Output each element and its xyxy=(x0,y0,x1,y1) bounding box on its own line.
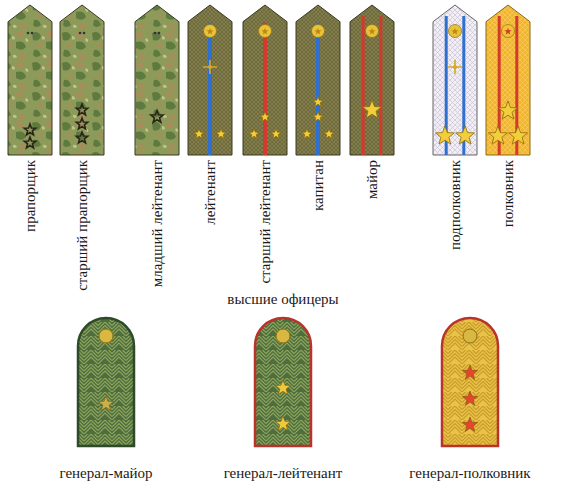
board-dot xyxy=(154,32,157,35)
board-body xyxy=(433,5,477,155)
rank-label: полковник xyxy=(500,160,517,292)
rank-star xyxy=(24,137,35,148)
rank-star xyxy=(76,104,87,115)
board-dot xyxy=(83,32,86,35)
rank-label: лейтенант xyxy=(202,160,219,292)
rank-star xyxy=(76,132,87,143)
rank-star xyxy=(324,129,334,139)
board-body xyxy=(296,5,340,155)
button-star xyxy=(504,28,511,35)
rank-label: подполковник xyxy=(447,160,464,292)
board-button xyxy=(366,25,379,38)
board-body xyxy=(442,318,498,446)
shoulder-board xyxy=(433,5,477,155)
board-dot xyxy=(27,32,30,35)
rank-star xyxy=(313,97,323,107)
button-star xyxy=(368,28,375,35)
board-body xyxy=(60,5,104,155)
board-body xyxy=(243,5,287,155)
board-stripe xyxy=(362,16,365,155)
button-star xyxy=(206,28,213,35)
board-stripe xyxy=(316,23,320,155)
rank-star xyxy=(249,129,259,139)
board-button xyxy=(449,25,462,38)
rank-star xyxy=(488,126,507,144)
board-button xyxy=(276,329,290,343)
rank-star xyxy=(275,380,290,394)
branch-emblem xyxy=(203,60,217,74)
branch-emblem xyxy=(208,65,212,69)
rank-star xyxy=(302,129,312,139)
general-board xyxy=(255,318,311,446)
rank-star xyxy=(462,391,477,405)
shoulder-board xyxy=(296,5,340,155)
general-board xyxy=(78,318,134,446)
shoulder-board xyxy=(243,5,287,155)
rank-label: капитан xyxy=(310,160,327,292)
board-row xyxy=(8,5,530,155)
rank-star xyxy=(216,129,226,139)
board-dot xyxy=(158,32,161,35)
group-label: высшие офицеры xyxy=(227,290,338,308)
rank-star xyxy=(462,417,477,431)
board-body xyxy=(255,318,311,446)
button-star xyxy=(314,28,321,35)
general-label: генерал-лейтенант xyxy=(224,464,343,482)
board-body xyxy=(486,5,530,155)
rank-star xyxy=(151,111,163,123)
board-body xyxy=(188,5,232,155)
general-label: генерал-майор xyxy=(59,464,152,482)
rank-star xyxy=(435,126,454,144)
rank-star xyxy=(98,396,113,410)
general-label: генерал-полковник xyxy=(409,464,530,482)
rank-star xyxy=(362,100,381,118)
rank-label: старший прапорщик xyxy=(74,160,91,292)
rank-star xyxy=(275,416,290,430)
rank-star xyxy=(76,118,87,129)
board-dot xyxy=(79,32,82,35)
shoulder-board xyxy=(350,5,394,155)
board-body xyxy=(8,5,52,155)
rank-star xyxy=(313,112,323,122)
branch-emblem xyxy=(448,60,462,74)
shoulder-board xyxy=(135,5,179,155)
board-body xyxy=(135,5,179,155)
board-button xyxy=(99,329,113,343)
rank-star xyxy=(456,126,475,144)
board-body xyxy=(78,318,134,446)
rank-label: прапорщик xyxy=(22,160,39,292)
shoulder-board xyxy=(486,5,530,155)
shoulder-board xyxy=(8,5,52,155)
board-stripe xyxy=(263,23,267,155)
rank-star xyxy=(498,101,517,119)
rank-star xyxy=(24,124,35,135)
board-stripe xyxy=(379,16,382,155)
button-star xyxy=(261,28,268,35)
rank-star xyxy=(462,365,477,379)
general-board xyxy=(442,318,498,446)
shoulder-board xyxy=(188,5,232,155)
board-button xyxy=(204,25,217,38)
button-star xyxy=(451,28,458,35)
board-button xyxy=(463,329,477,343)
branch-emblem xyxy=(453,65,457,69)
rank-star xyxy=(271,129,281,139)
board-dot xyxy=(31,32,34,35)
board-button xyxy=(502,25,515,38)
rank-star xyxy=(260,112,270,122)
general-row xyxy=(78,318,498,446)
rank-star xyxy=(194,129,204,139)
rank-label: старший лейтенант xyxy=(257,160,274,292)
board-body xyxy=(350,5,394,155)
shoulder-board xyxy=(60,5,104,155)
board-button xyxy=(312,25,325,38)
rank-star xyxy=(509,126,528,144)
rank-label: майор xyxy=(364,160,381,292)
rank-label: младший лейтенант xyxy=(149,160,166,292)
board-stripe xyxy=(208,23,212,155)
board-button xyxy=(259,25,272,38)
